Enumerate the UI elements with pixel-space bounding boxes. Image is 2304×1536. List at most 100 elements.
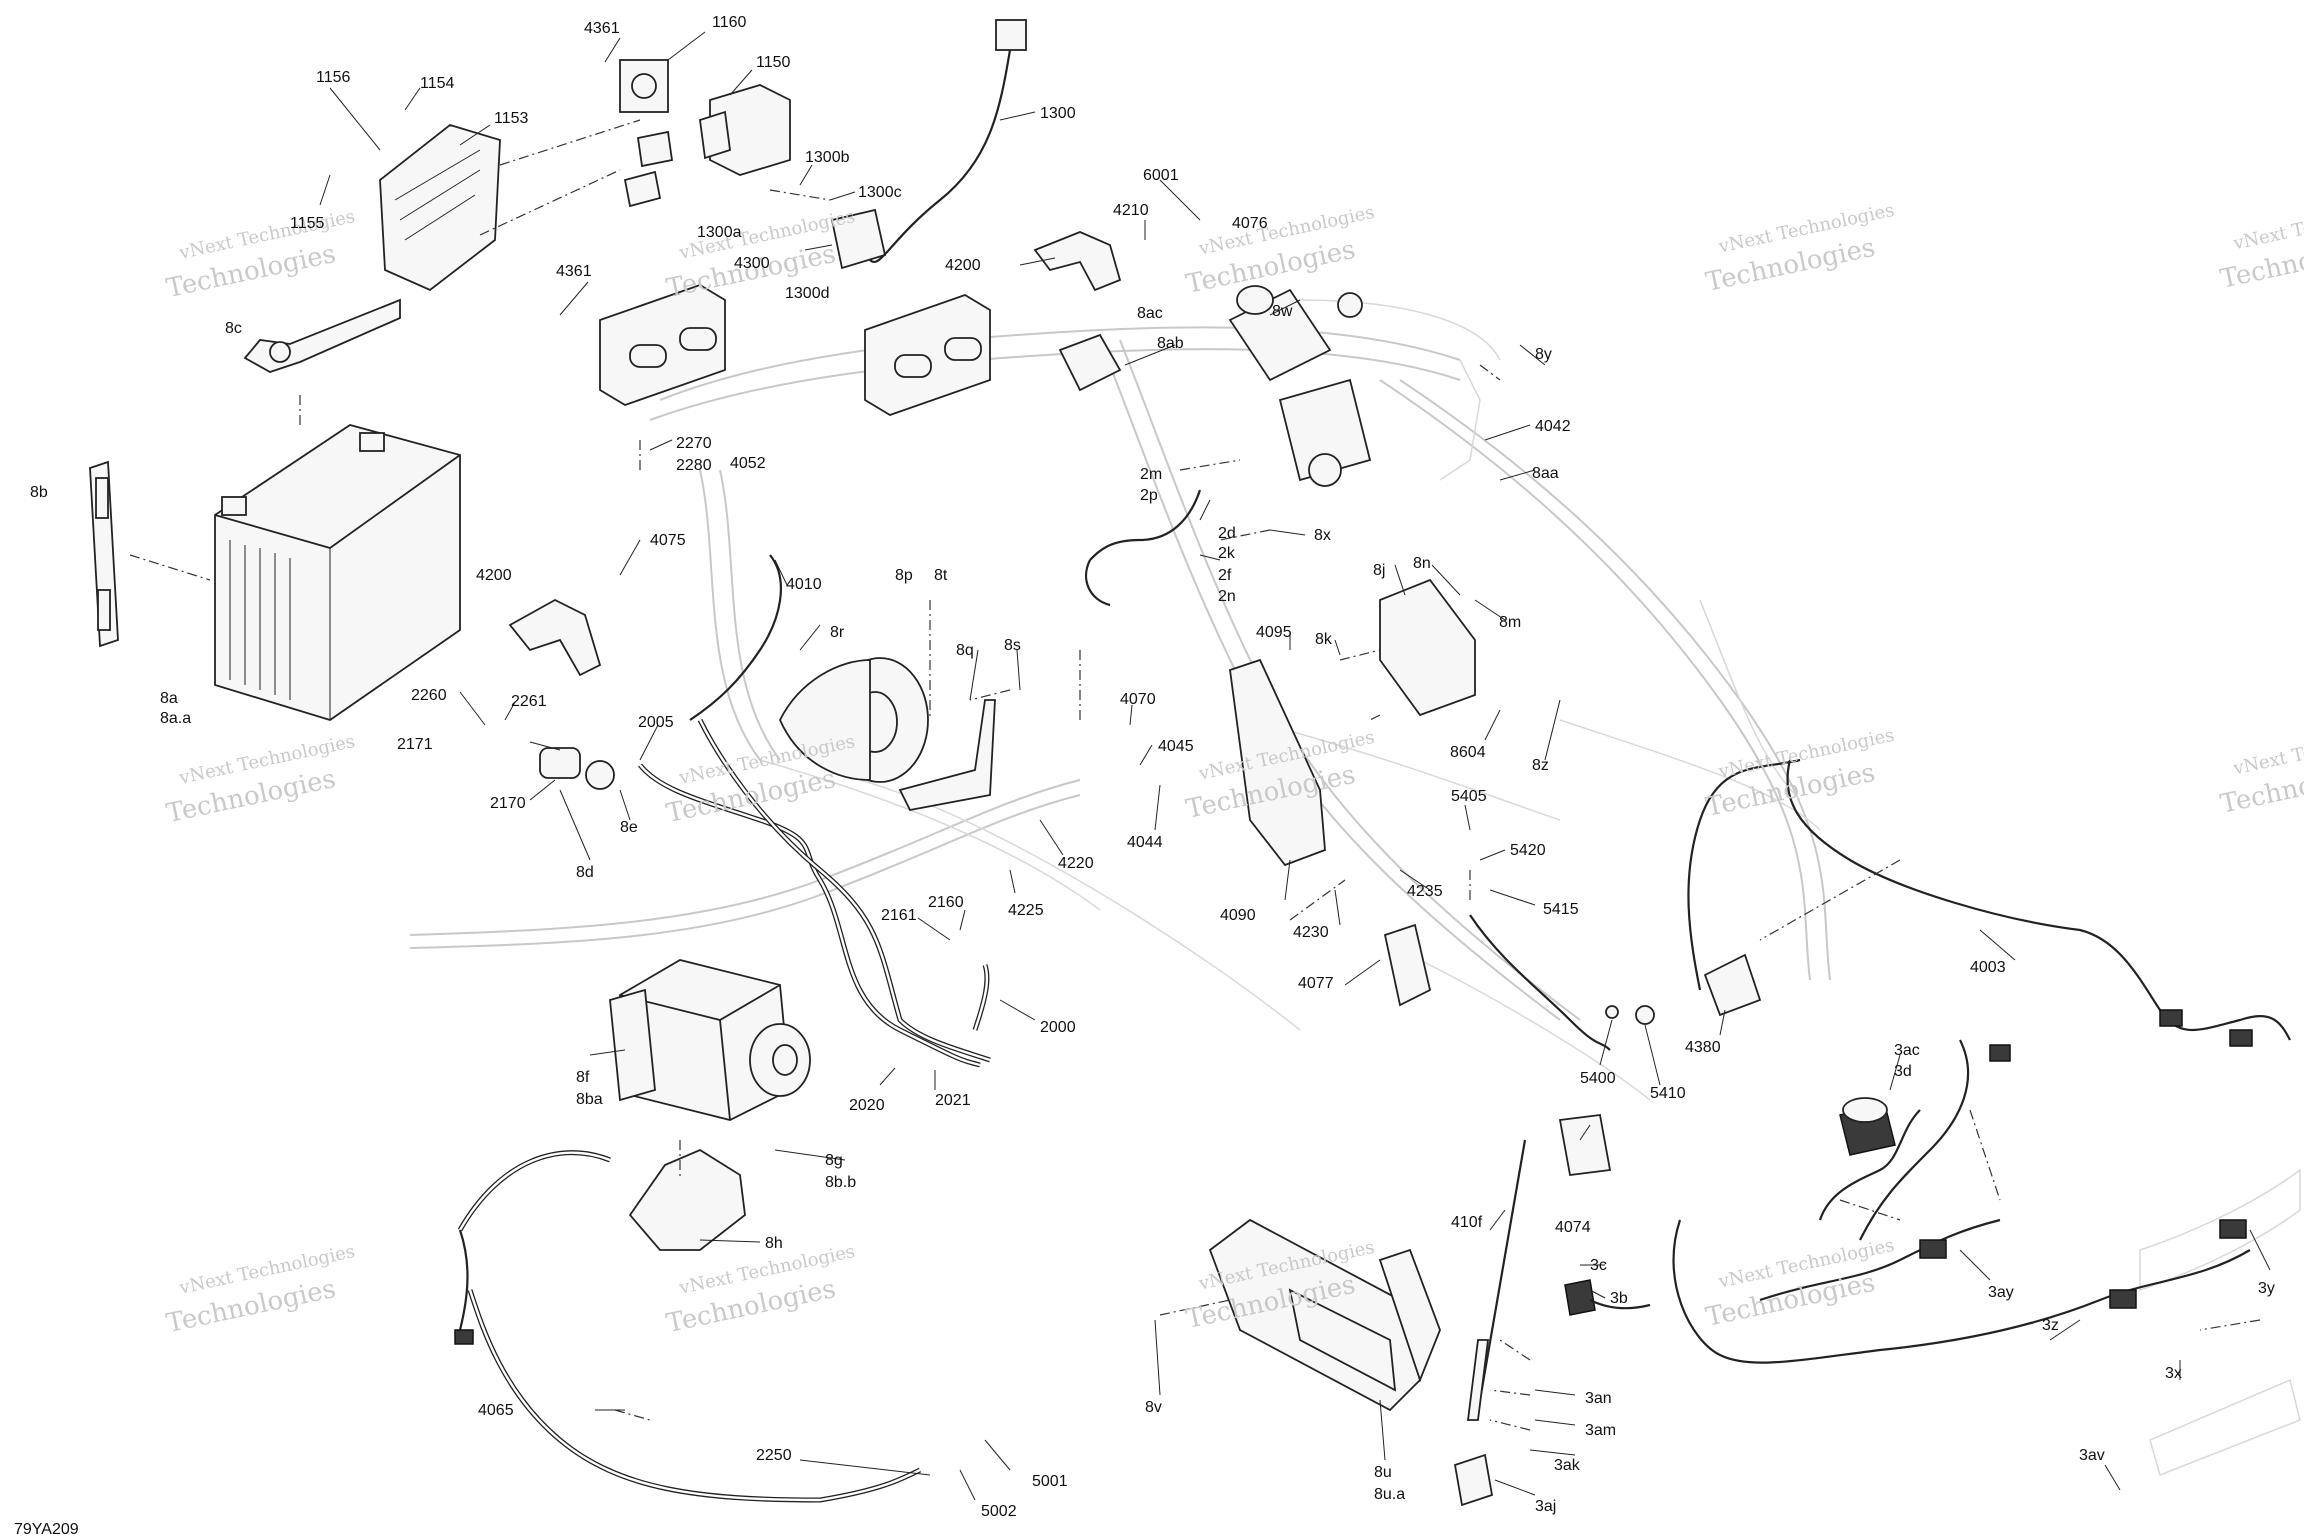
part-label-2280: 2280: [676, 457, 712, 474]
actuator-motor: [1228, 285, 1372, 487]
accessory-socket: [1839, 1097, 1896, 1156]
part-label-8b: 8b: [30, 484, 48, 501]
fuse-box: [379, 124, 501, 292]
part-label-8604: 8604: [1450, 744, 1486, 761]
leader-lines: [319, 31, 2271, 1501]
part-label-8ba: 8ba: [576, 1091, 603, 1108]
abs-bracket: [628, 1148, 746, 1251]
part-label-3an: 3an: [1585, 1390, 1612, 1407]
part-label-8ac: 8ac: [1137, 305, 1163, 322]
part-label-8a: 8a: [160, 690, 178, 707]
part-label-4200: 4200: [945, 257, 981, 274]
part-label-1155: 1155: [290, 215, 325, 232]
mount-bracket-left: [508, 598, 602, 677]
part-label-8aa: 8aa: [1532, 465, 1559, 482]
part-label-2160: 2160: [928, 894, 964, 911]
part-label-410f: 410f: [1451, 1214, 1483, 1231]
part-label-5400: 5400: [1580, 1070, 1616, 1087]
part-label-3z: 3z: [2042, 1317, 2059, 1334]
part-label-3c: 3c: [1590, 1257, 1607, 1274]
part-label-3ay: 3ay: [1988, 1284, 2014, 1301]
part-label-4042: 4042: [1535, 418, 1571, 435]
part-label-8y: 8y: [1535, 346, 1552, 363]
part-label-1300d: 1300d: [785, 285, 830, 302]
part-label-1300c: 1300c: [858, 184, 902, 201]
part-label-4235: 4235: [1407, 883, 1443, 900]
part-label-1160: 1160: [712, 14, 747, 31]
part-label-4361: 4361: [584, 20, 620, 37]
socket-3b: [1564, 1279, 1596, 1316]
connector-4074: [1558, 1114, 1612, 1176]
part-label-8n: 8n: [1413, 555, 1431, 572]
part-label-4010: 4010: [786, 576, 822, 593]
control-module-left: [599, 284, 726, 406]
control-module-right: [864, 294, 991, 416]
part-label-1300a: 1300a: [697, 224, 742, 241]
part-label-8p: 8p: [895, 567, 913, 584]
part-label-2d: 2d: [1218, 525, 1236, 542]
part-label-8t: 8t: [934, 567, 948, 584]
part-label-2n: 2n: [1218, 588, 1236, 605]
part-label-8z: 8z: [1532, 757, 1549, 774]
part-label-2260: 2260: [411, 687, 447, 704]
part-label-2000: 2000: [1040, 1019, 1076, 1036]
part-label-5001: 5001: [1032, 1473, 1068, 1490]
headlight-assembly: [2149, 1378, 2301, 1476]
part-label-8u: 8u: [1374, 1464, 1392, 1481]
part-label-3x: 3x: [2165, 1365, 2182, 1382]
part-label-5410: 5410: [1650, 1085, 1686, 1102]
part-label-4052: 4052: [730, 455, 766, 472]
horn: [779, 657, 929, 783]
part-label-4076: 4076: [1232, 215, 1268, 232]
part-label-8c: 8c: [225, 320, 242, 337]
part-label-2005: 2005: [638, 714, 674, 731]
part-label-4003: 4003: [1970, 959, 2006, 976]
part-label-1156: 1156: [316, 69, 351, 86]
connector-4380: [1703, 953, 1762, 1017]
part-label-2021: 2021: [935, 1092, 971, 1109]
part-label-2261: 2261: [511, 693, 547, 710]
horn-bracket: [898, 699, 996, 812]
part-label-8e: 8e: [620, 819, 638, 836]
part-label-2161: 2161: [881, 907, 917, 924]
part-label-8w: 8w: [1272, 303, 1293, 320]
part-label-2250: 2250: [756, 1447, 792, 1464]
battery: [214, 424, 461, 721]
parts: [89, 19, 2301, 1507]
part-label-3ac: 3ac: [1894, 1042, 1920, 1059]
part-label-1300b: 1300b: [805, 149, 850, 166]
part-label-8a-a: 8a.a: [160, 710, 191, 727]
connector-1300: [995, 19, 1027, 51]
part-label-8u-a: 8u.a: [1374, 1486, 1405, 1503]
part-label-8j: 8j: [1373, 562, 1385, 579]
relay-module: [619, 59, 791, 208]
part-label-4361-b: 4361: [556, 263, 592, 280]
part-label-4075: 4075: [650, 532, 686, 549]
part-label-4220: 4220: [1058, 855, 1094, 872]
part-label-3b: 3b: [1610, 1290, 1628, 1307]
part-label-8h: 8h: [765, 1235, 783, 1252]
part-label-4095: 4095: [1256, 624, 1292, 641]
part-label-3av: 3av: [2079, 1447, 2105, 1464]
part-label-3aj: 3aj: [1535, 1498, 1556, 1515]
part-label-8v: 8v: [1145, 1399, 1162, 1416]
part-label-8b-b: 8b.b: [825, 1174, 856, 1191]
watermark-text: vNext Technologies: [2231, 722, 2304, 780]
part-label-4225: 4225: [1008, 902, 1044, 919]
part-label-6001: 6001: [1143, 167, 1179, 184]
part-label-4200-b: 4200: [476, 567, 512, 584]
part-label-1150: 1150: [756, 54, 791, 71]
part-label-8g: 8g: [825, 1152, 843, 1169]
engine-control-unit: [1379, 578, 1476, 717]
battery-bracket: [243, 298, 401, 373]
part-label-4380: 4380: [1685, 1039, 1721, 1056]
sensor-module: [1058, 333, 1122, 392]
part-label-2270: 2270: [676, 435, 712, 452]
part-label-2171: 2171: [397, 736, 433, 753]
part-label-8s: 8s: [1004, 637, 1021, 654]
part-label-5002: 5002: [981, 1503, 1017, 1520]
part-label-5415: 5415: [1543, 901, 1579, 918]
instrument-module: [1208, 1218, 1441, 1412]
part-label-8k: 8k: [1315, 631, 1333, 648]
abs-unit: [609, 959, 811, 1121]
